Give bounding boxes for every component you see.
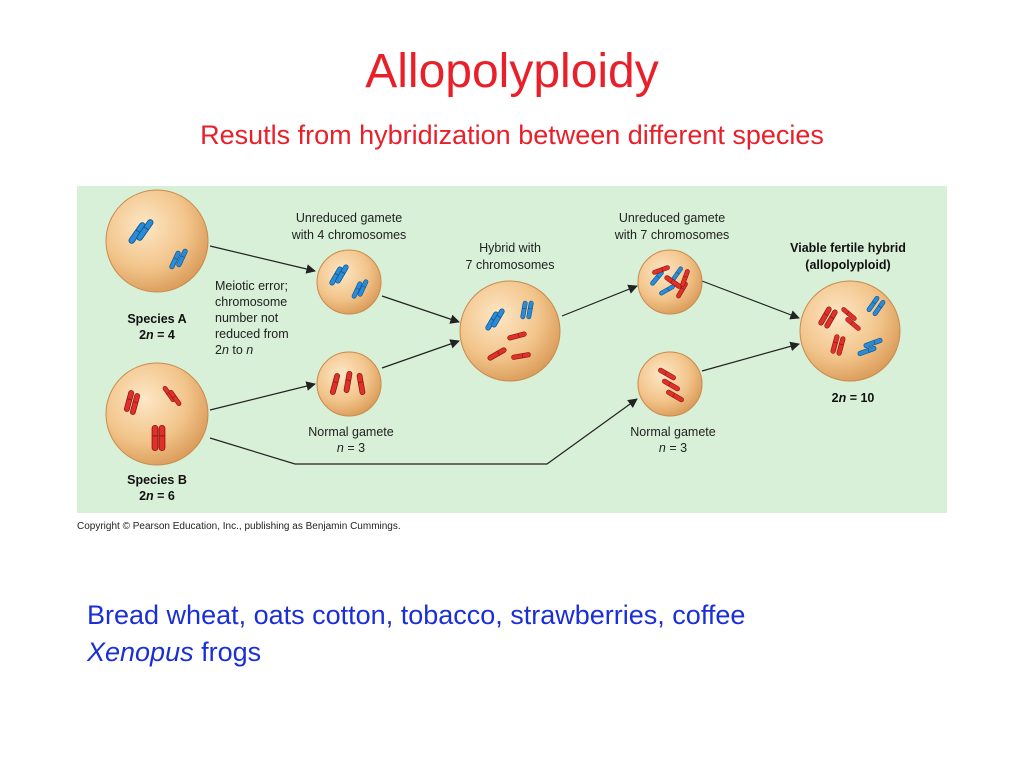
label-normal-gamete-1: Normal gamete [308,425,393,439]
hybrid-cell [459,280,561,382]
examples-line-2: Xenopus frogs [87,634,745,671]
examples-line-2-rest: frogs [193,637,262,667]
label-viable-2: (allopolyploid) [805,258,890,272]
label-species-a-ploidy-a: 2 [139,328,146,342]
label-final-ploidy: 2n = 10 [832,391,875,405]
label-species-b-ploidy-c: = 6 [154,489,175,503]
copyright-notice: Copyright © Pearson Education, Inc., pub… [77,521,401,532]
label-final-ploidy-a: 2 [832,391,839,405]
label-normal-gamete-2-n: n = 3 [659,441,687,455]
label-normal-gamete-1-n-a: n [337,441,344,455]
label-viable-1: Viable fertile hybrid [790,241,906,255]
label-meiotic-2: chromosome [215,295,287,309]
species-b-cell [105,362,209,466]
normal-gamete-2 [637,351,703,417]
label-hybrid-2: 7 chromosomes [466,258,555,272]
label-species-b: Species B [127,473,187,487]
normal-gamete-b [316,351,382,417]
allopolyploid-cell [799,280,901,382]
species-a-cell [105,189,209,293]
label-meiotic-4: reduced from [215,327,289,341]
label-meiotic-5-b: n [222,343,229,357]
label-final-ploidy-c: = 10 [846,391,874,405]
label-normal-gamete-2: Normal gamete [630,425,715,439]
examples-line-2-italic: Xenopus [87,637,194,667]
label-normal-gamete-1-n: n = 3 [337,441,365,455]
label-species-a-ploidy-c: = 4 [154,328,175,342]
examples-line-1: Bread wheat, oats cotton, tobacco, straw… [87,600,746,630]
label-species-a-ploidy-b: n [146,328,154,342]
label-species-a-ploidy: 2n = 4 [139,328,175,342]
label-species-b-ploidy-a: 2 [139,489,146,503]
label-species-a: Species A [127,312,186,326]
chromosome [151,424,159,452]
label-normal-gamete-1-n-b: = 3 [344,441,365,455]
label-species-b-ploidy-b: n [146,489,154,503]
label-species-b-ploidy: 2n = 6 [139,489,175,503]
slide-title: Allopolyploidy [365,45,659,98]
examples-text: Bread wheat, oats cotton, tobacco, straw… [87,597,745,671]
label-unreduced-a-2: with 4 chromosomes [291,228,407,242]
label-normal-gamete-2-n-a: n [659,441,666,455]
label-final-ploidy-b: n [839,391,847,405]
unreduced-gamete-hybrid [637,249,703,315]
label-hybrid-1: Hybrid with [479,241,541,255]
label-meiotic-5-d: n [246,343,253,357]
allopolyploidy-diagram: Unreduced gamete with 4 chromosomes Meio… [77,186,947,513]
label-meiotic-1: Meiotic error; [215,279,288,293]
label-unreduced-h-2: with 7 chromosomes [614,228,730,242]
slide-subtitle: Resutls from hybridization between diffe… [200,120,824,150]
label-meiotic-3: number not [215,311,279,325]
label-meiotic-5-a: 2 [215,343,222,357]
unreduced-gamete-a [316,249,382,315]
arrows [209,245,800,465]
label-meiotic-5-c: to [229,343,246,357]
label-meiotic-5: 2n to n [215,343,253,357]
chromosome [158,424,166,452]
label-unreduced-h-1: Unreduced gamete [619,211,725,225]
label-unreduced-a-1: Unreduced gamete [296,211,402,225]
label-normal-gamete-2-n-b: = 3 [666,441,687,455]
